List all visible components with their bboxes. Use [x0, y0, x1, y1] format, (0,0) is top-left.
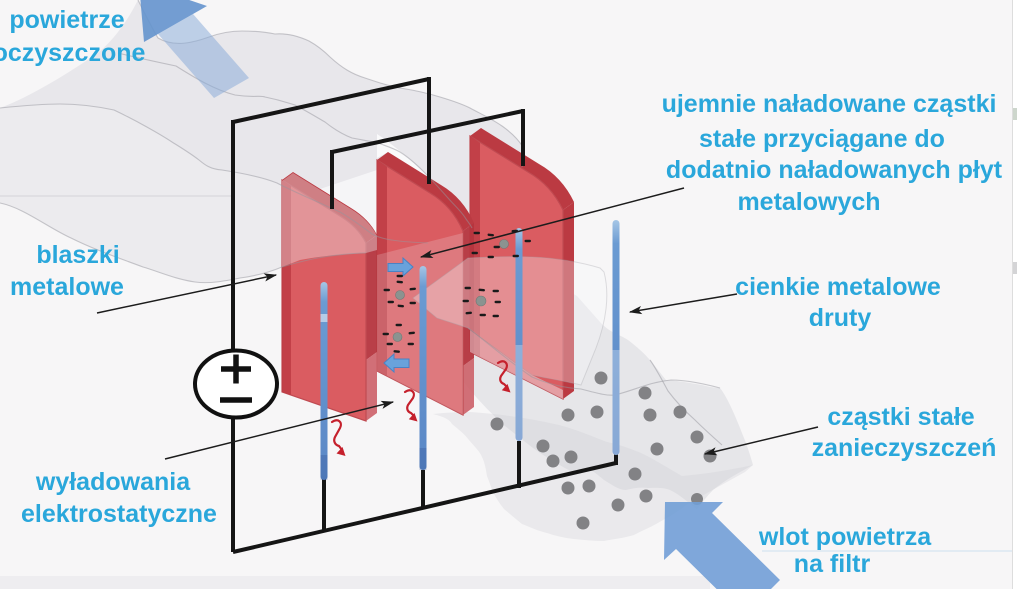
svg-text:na filtr: na filtr [794, 550, 871, 578]
svg-text:oczyszczone: oczyszczone [0, 39, 146, 67]
svg-text:druty: druty [809, 304, 872, 332]
svg-text:blaszki: blaszki [36, 241, 119, 269]
svg-text:powietrze: powietrze [9, 6, 124, 34]
svg-text:dodatnio naładowanych płyt: dodatnio naładowanych płyt [666, 156, 1003, 184]
svg-text:stałe przyciągane do: stałe przyciągane do [699, 125, 945, 153]
svg-text:metalowych: metalowych [737, 188, 880, 216]
svg-text:ujemnie naładowane cząstki: ujemnie naładowane cząstki [662, 90, 997, 118]
svg-text:zanieczyszczeń: zanieczyszczeń [812, 434, 997, 462]
svg-text:elektrostatyczne: elektrostatyczne [21, 500, 217, 528]
svg-text:wlot powietrza: wlot powietrza [758, 523, 932, 551]
svg-text:cienkie metalowe: cienkie metalowe [735, 273, 941, 301]
svg-text:cząstki stałe: cząstki stałe [827, 403, 974, 431]
svg-text:wyładowania: wyładowania [35, 468, 191, 496]
svg-text:metalowe: metalowe [10, 273, 124, 301]
